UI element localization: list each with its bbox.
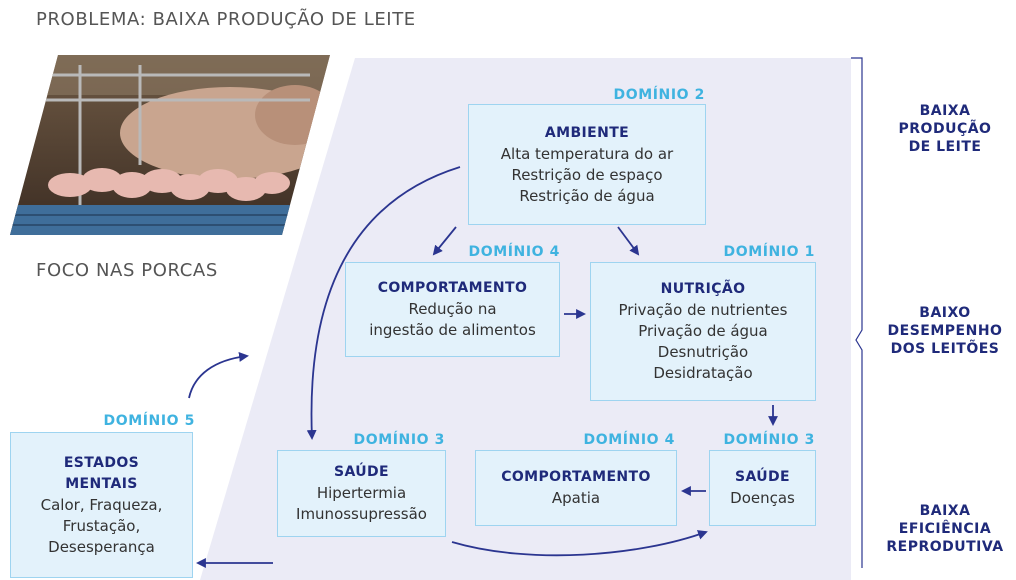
outcome-line: DOS LEITÕES	[890, 341, 1000, 357]
outcome-line: BAIXA	[919, 103, 971, 119]
box-line: Calor, Fraqueza,	[40, 495, 163, 514]
sow-piglets-photo	[10, 55, 330, 235]
right-bracket	[851, 57, 863, 568]
box-line: Desesperança	[48, 537, 155, 556]
focus-label: FOCO NAS PORCAS	[36, 260, 218, 281]
box-line: Desidratação	[653, 364, 753, 382]
box-line: Desnutrição	[657, 343, 749, 361]
box-saude-1: SAÚDE Hipertermia Imunossupressão	[277, 450, 446, 537]
domain-label-ambiente: DOMÍNIO 2	[613, 87, 705, 103]
box-line: Imunossupressão	[296, 505, 427, 523]
box-line: Hipertermia	[316, 484, 407, 502]
box-comportamento-1: COMPORTAMENTO Redução na ingestão de ali…	[345, 262, 560, 357]
box-heading: MENTAIS	[65, 475, 138, 492]
box-line: Doenças	[730, 489, 795, 507]
box-comportamento-2: COMPORTAMENTO Apatia	[475, 450, 677, 526]
outcome-line: PRODUÇÃO	[898, 121, 992, 137]
box-ambiente: AMBIENTE Alta temperatura do ar Restriçã…	[468, 104, 706, 225]
arrow-ambiente-to-saude	[306, 166, 461, 440]
domain-label-comportamento-2: DOMÍNIO 4	[583, 432, 675, 448]
box-heading: ESTADOS	[63, 454, 140, 471]
domain-label-saude-2: DOMÍNIO 3	[723, 432, 815, 448]
domain-label-comportamento-1: DOMÍNIO 4	[468, 244, 560, 260]
outcome-line: BAIXA	[919, 503, 971, 519]
domain-label-nutricao: DOMÍNIO 1	[723, 244, 815, 260]
domain-label-estados: DOMÍNIO 5	[103, 413, 195, 429]
box-heading: SAÚDE	[734, 469, 791, 485]
box-line: Alta temperatura do ar	[500, 144, 674, 163]
outcome-baixo-desempenho: BAIXO DESEMPENHO DOS LEITÕES	[881, 304, 1009, 358]
box-heading: AMBIENTE	[544, 124, 630, 141]
outcome-line: DESEMPENHO	[887, 323, 1003, 339]
outcome-baixa-producao: BAIXA PRODUÇÃO DE LEITE	[881, 102, 1009, 156]
page-title: PROBLEMA: BAIXA PRODUÇÃO DE LEITE	[36, 9, 416, 30]
domain-label-saude-1: DOMÍNIO 3	[353, 432, 445, 448]
box-line: ingestão de alimentos	[369, 321, 536, 339]
box-line: Apatia	[551, 489, 601, 507]
box-heading: SAÚDE	[333, 464, 390, 480]
arrow-ambiente-to-comportamento	[432, 226, 457, 256]
box-line: Restrição de água	[519, 186, 655, 205]
box-nutricao: NUTRIÇÃO Privação de nutrientes Privação…	[590, 262, 816, 401]
outcome-baixa-eficiencia: BAIXA EFICIÊNCIA REPRODUTIVA	[881, 502, 1009, 556]
box-line: Privação de água	[638, 322, 768, 340]
outcome-line: DE LEITE	[908, 139, 982, 155]
box-line: Privação de nutrientes	[618, 301, 788, 319]
box-heading: NUTRIÇÃO	[660, 281, 746, 297]
arrow-ambiente-to-nutricao	[617, 226, 640, 256]
arrow-saude-to-saude	[451, 530, 708, 557]
box-line: Restrição de espaço	[511, 165, 663, 184]
arrow-estados-to-focus	[188, 352, 249, 399]
outcome-line: EFICIÊNCIA	[898, 521, 992, 537]
outcome-line: REPRODUTIVA	[886, 539, 1004, 555]
box-estados-mentais: ESTADOS MENTAIS Calor, Fraqueza, Frustaç…	[10, 432, 193, 578]
box-saude-2: SAÚDE Doenças	[709, 450, 816, 526]
box-heading: COMPORTAMENTO	[501, 469, 651, 485]
box-line: Redução na	[408, 300, 497, 318]
outcome-line: BAIXO	[919, 305, 971, 321]
box-heading: COMPORTAMENTO	[377, 280, 528, 296]
box-line: Frustação,	[62, 516, 141, 535]
